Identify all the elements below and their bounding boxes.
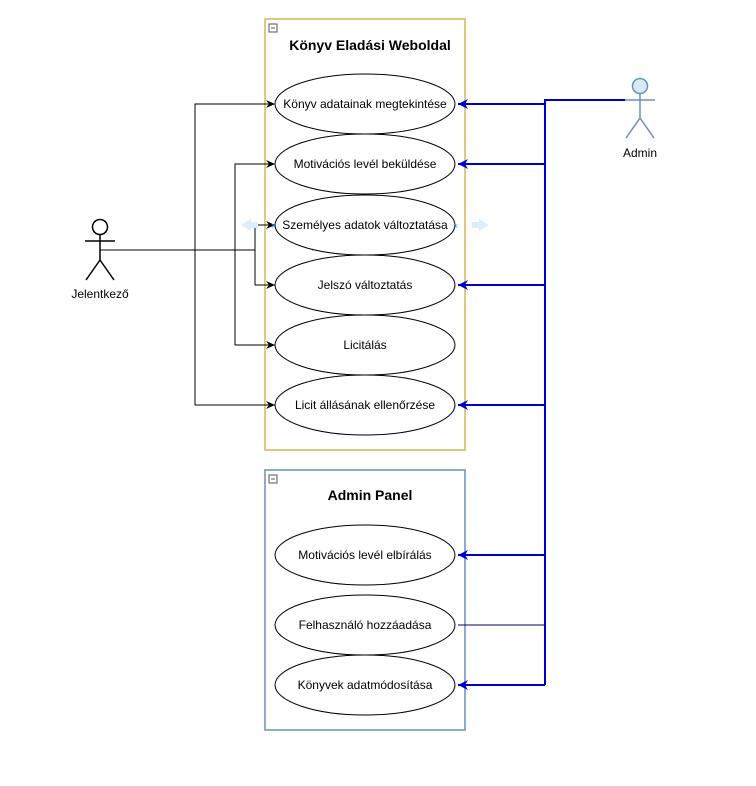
- use-case-ap3[interactable]: Könyvek adatmódosítása: [274, 654, 456, 716]
- actor-admin[interactable]: Admin: [623, 77, 657, 161]
- use-case-label: Jelszó változtatás: [318, 278, 413, 292]
- association-edge: [100, 249, 275, 409]
- use-case-label: Licitálás: [343, 338, 386, 352]
- hover-arrow-left: [241, 219, 258, 231]
- selection-handle[interactable]: ×: [271, 221, 276, 231]
- use-case-label: Motivációs levél elbírálás: [298, 548, 431, 562]
- stick-figure-icon: [625, 77, 655, 139]
- association-edge: [100, 249, 275, 289]
- collapse-icon[interactable]: [268, 474, 278, 484]
- jelentkezo-connectors: [100, 100, 275, 409]
- actor-label: Jelentkező: [71, 287, 129, 301]
- use-case-uc4[interactable]: Jelszó változtatás: [274, 254, 456, 316]
- system-title: Admin Panel: [328, 487, 413, 503]
- use-case-ap1[interactable]: Motivációs levél elbírálás: [274, 524, 456, 586]
- use-case-label: Licit állásának ellenőrzése: [295, 398, 435, 412]
- use-case-ap2[interactable]: Felhasználó hozzáadása: [274, 594, 456, 656]
- use-case-label: Felhasználó hozzáadása: [299, 618, 432, 632]
- hover-arrow-right: [472, 219, 489, 231]
- system-title: Könyv Eladási Weboldal: [289, 37, 451, 53]
- use-case-label: Személyes adatok változtatása: [282, 218, 448, 232]
- use-case-label: Könyv adatainak megtekintése: [283, 97, 447, 111]
- use-case-uc3[interactable]: Személyes adatok változtatása: [274, 194, 456, 256]
- actor-label: Admin: [623, 146, 657, 160]
- selection-handle[interactable]: ×: [453, 221, 458, 231]
- use-case-label: Motivációs levél beküldése: [294, 157, 437, 171]
- use-case-uc5[interactable]: Licitálás: [274, 314, 456, 376]
- use-case-uc1[interactable]: Könyv adatainak megtekintése: [274, 73, 456, 135]
- collapse-icon[interactable]: [268, 23, 278, 33]
- admin-connectors: [458, 99, 625, 690]
- actor-jelentkezo[interactable]: Jelentkező: [71, 218, 129, 302]
- use-case-uc6[interactable]: Licit állásának ellenőrzése: [274, 374, 456, 436]
- use-case-label: Könyvek adatmódosítása: [298, 678, 433, 692]
- use-case-uc2[interactable]: Motivációs levél beküldése: [274, 133, 456, 195]
- stick-figure-icon: [85, 218, 115, 281]
- association-edge: [544, 99, 625, 685]
- association-edge: [100, 160, 275, 251]
